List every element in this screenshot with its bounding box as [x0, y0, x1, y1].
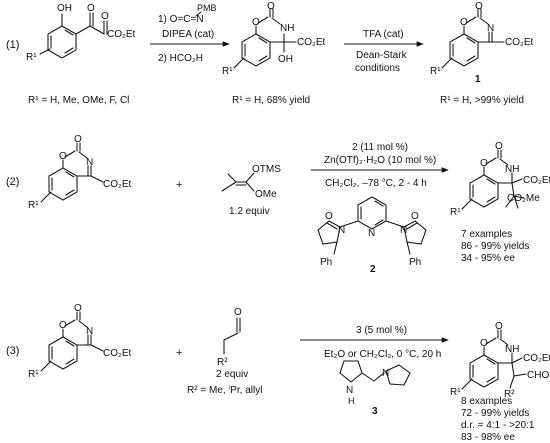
row1-conditions: conditions: [355, 63, 400, 74]
row2-lig-o-left: O: [325, 211, 333, 222]
row3-prod-cho: CHO: [527, 370, 549, 381]
row1-number: (1): [6, 39, 19, 51]
row1-prod-number: 1: [475, 74, 481, 85]
row1-sm-ester: CO₂Et: [107, 29, 136, 40]
row2-lig-ph-left: Ph: [320, 257, 332, 268]
row2-otms: OTMS: [252, 164, 281, 175]
row1-sm-r1: R¹: [26, 52, 37, 63]
row1-int-oh: OH: [278, 54, 293, 65]
row3-sub-r1: R¹: [28, 369, 39, 380]
row3-cat-line: 3 (5 mol %): [356, 325, 407, 336]
row2-sub-ester: CO₂Et: [103, 179, 132, 190]
row3-sub-o-carbonyl: O: [74, 303, 82, 314]
row1-sm-note: R¹ = H, Me, OMe, F, Cl: [28, 95, 129, 106]
row2-sub-o-ring: O: [59, 151, 67, 162]
row3-ald-o: O: [234, 307, 242, 318]
row2-sub-o-carbonyl: O: [74, 134, 82, 145]
row2-ome: OMe: [255, 189, 277, 200]
row3-sub-n: N: [86, 326, 93, 337]
row1-tfa: TFA (cat): [363, 29, 404, 40]
row2-sub-r1: R¹: [28, 200, 39, 211]
row2-prod-o-carbonyl: O: [495, 141, 503, 152]
row3-plus: +: [176, 347, 182, 359]
row2-ligand-2: [317, 196, 427, 255]
row1-prod-note: R¹ = H, >99% yield: [440, 95, 524, 106]
row1-pmb: PMB: [197, 3, 217, 13]
row1-prod-o-ring: O: [460, 17, 468, 28]
row2-substrate: [40, 142, 104, 203]
row3-ald-r2: R²: [217, 357, 228, 368]
row2-result-ee: 34 - 95% ee: [461, 253, 515, 264]
row2-lig-ph-right: Ph: [409, 257, 421, 268]
row3-prod-nh: NH: [505, 344, 519, 355]
row1-product: [441, 8, 505, 69]
row2-lig-o-right: O: [411, 211, 419, 222]
row1-int-r1: R¹: [222, 66, 233, 77]
row1-int-o-carbonyl: O: [267, 1, 275, 12]
row3-substrate: [40, 311, 104, 372]
row2-prod-co2et: CO₂Et: [523, 175, 550, 186]
row3-catalyst-3: [339, 360, 411, 386]
row3-prod-o-carbonyl: O: [495, 321, 503, 332]
row2-number: (2): [6, 176, 19, 188]
row3-result-dr: d.r. = 4:1 - >20:1: [461, 420, 535, 431]
row3-prod-r2: R²: [504, 389, 515, 400]
row2-cat-line: 2 (11 mol %): [352, 142, 408, 153]
row2-result-yields: 86 - 99% yields: [461, 241, 529, 252]
row3-cat-n: N: [382, 368, 389, 379]
row1-step1: 1) O=C=N: [158, 14, 204, 25]
row1-dean-stark: Dean-Stark: [356, 50, 408, 61]
row1-prod-r1: R¹: [430, 66, 441, 77]
row1-prod-ester: CO₂Et: [505, 37, 534, 48]
row2-silyl-ketene-acetal: [221, 172, 255, 192]
row1-starting-material: [39, 12, 108, 59]
row3-prod-o-ring: O: [480, 338, 488, 349]
row3-cat-h: H: [348, 396, 355, 406]
row1-prod-n: N: [487, 23, 494, 34]
row2-product: [461, 149, 525, 210]
row3-equiv: 2 equiv: [216, 369, 248, 380]
row2-sub-n: N: [86, 157, 93, 168]
row2-plus: +: [176, 179, 182, 191]
row3-number: (3): [6, 345, 19, 357]
row2-prod-nh: NH: [505, 164, 519, 175]
row1-int-ester: CO₂Et: [297, 37, 326, 48]
row3-prod-r1: R¹: [450, 387, 461, 398]
row3-result-ee: 83 - 98% ee: [461, 432, 515, 443]
row2-lig-n-pyridine: N: [368, 228, 375, 239]
row2-prod-co2me: CO₂Me: [507, 193, 540, 204]
row1-intermediate: [233, 8, 297, 69]
row2-prod-r1: R¹: [450, 207, 461, 218]
row3-catalyst-number: 3: [372, 406, 378, 417]
row3-cat-nh: N: [346, 385, 353, 396]
row2-zn-line: Zn(OTf)₂·H₂O (10 mol %): [324, 155, 436, 166]
row1-sm-o2: O: [101, 11, 109, 22]
row2-cond-line: CH₂Cl₂, –78 °C, 2 - 4 h: [325, 178, 427, 189]
row2-lig-n-left: N: [338, 225, 345, 236]
row3-prod-co2et: CO₂Et: [523, 353, 550, 364]
row2-prod-o-ring: O: [480, 158, 488, 169]
row3-cond-line: Et₂O or CH₂Cl₂, 0 °C, 20 h: [324, 349, 441, 360]
row3-sub-ester: CO₂Et: [103, 348, 132, 359]
row1-int-nh: NH: [280, 23, 294, 34]
row2-lig-n-right: N: [400, 225, 407, 236]
row3-aldehyde: [223, 317, 241, 355]
row3-product: [461, 329, 527, 390]
row3-result-yields: 72 - 99% yields: [461, 408, 529, 419]
row2-result-examples: 7 examples: [461, 229, 512, 240]
row1-dipea: DIPEA (cat): [162, 29, 214, 40]
row1-sm-oh: OH: [57, 3, 72, 14]
row2-equiv: 1.2 equiv: [229, 206, 270, 217]
row1-int-note: R¹ = H, 68% yield: [232, 95, 310, 106]
row2-ligand-number: 2: [370, 264, 376, 275]
row1-sm-o1: O: [87, 3, 95, 14]
row3-sub-o-ring: O: [59, 320, 67, 331]
row1-int-o-ring: O: [252, 17, 260, 28]
row3-r2-note: R² = Me, ⁱPr, allyl: [187, 385, 262, 396]
row1-prod-o-carbonyl: O: [475, 1, 483, 12]
row1-step2: 2) HCO₂H: [158, 53, 203, 64]
row3-result-examples: 8 examples: [461, 396, 512, 407]
